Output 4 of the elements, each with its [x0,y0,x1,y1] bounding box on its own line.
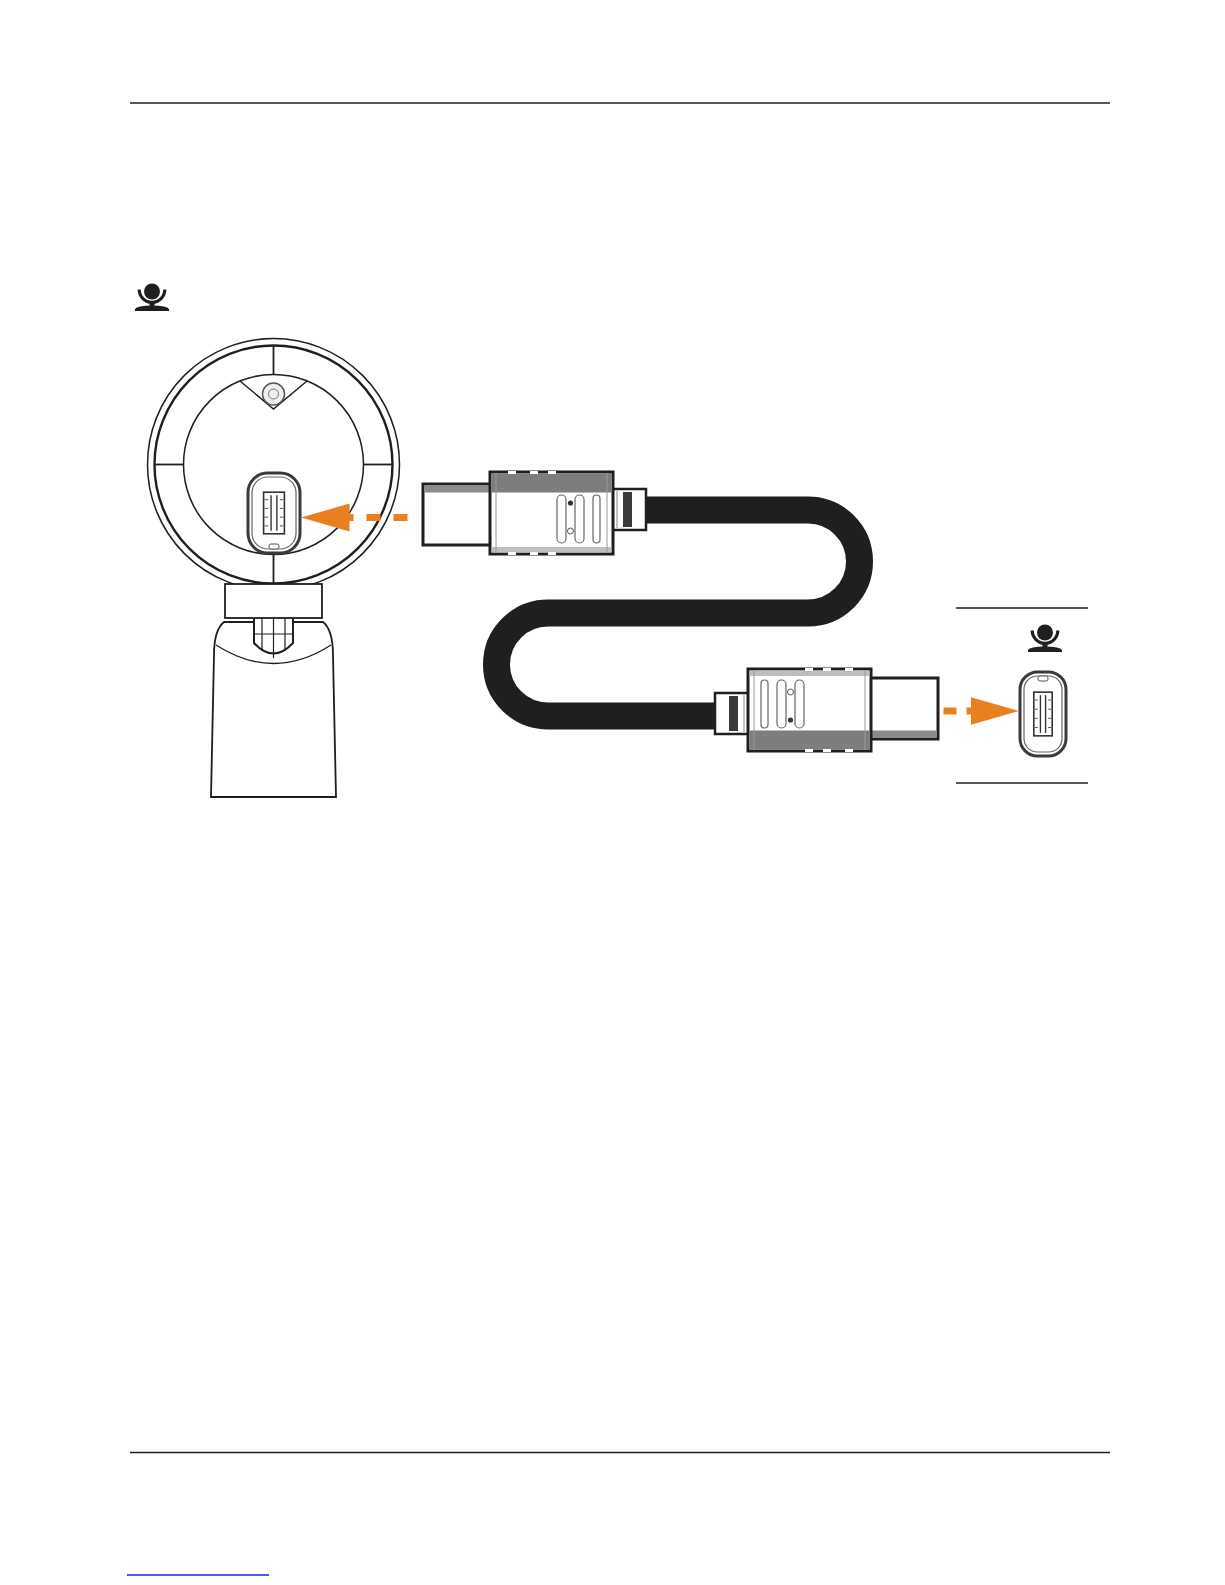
connector-port [246,471,302,555]
cable-drawing [421,470,940,753]
connector-port [1018,670,1068,758]
camera-drawing [146,337,401,798]
